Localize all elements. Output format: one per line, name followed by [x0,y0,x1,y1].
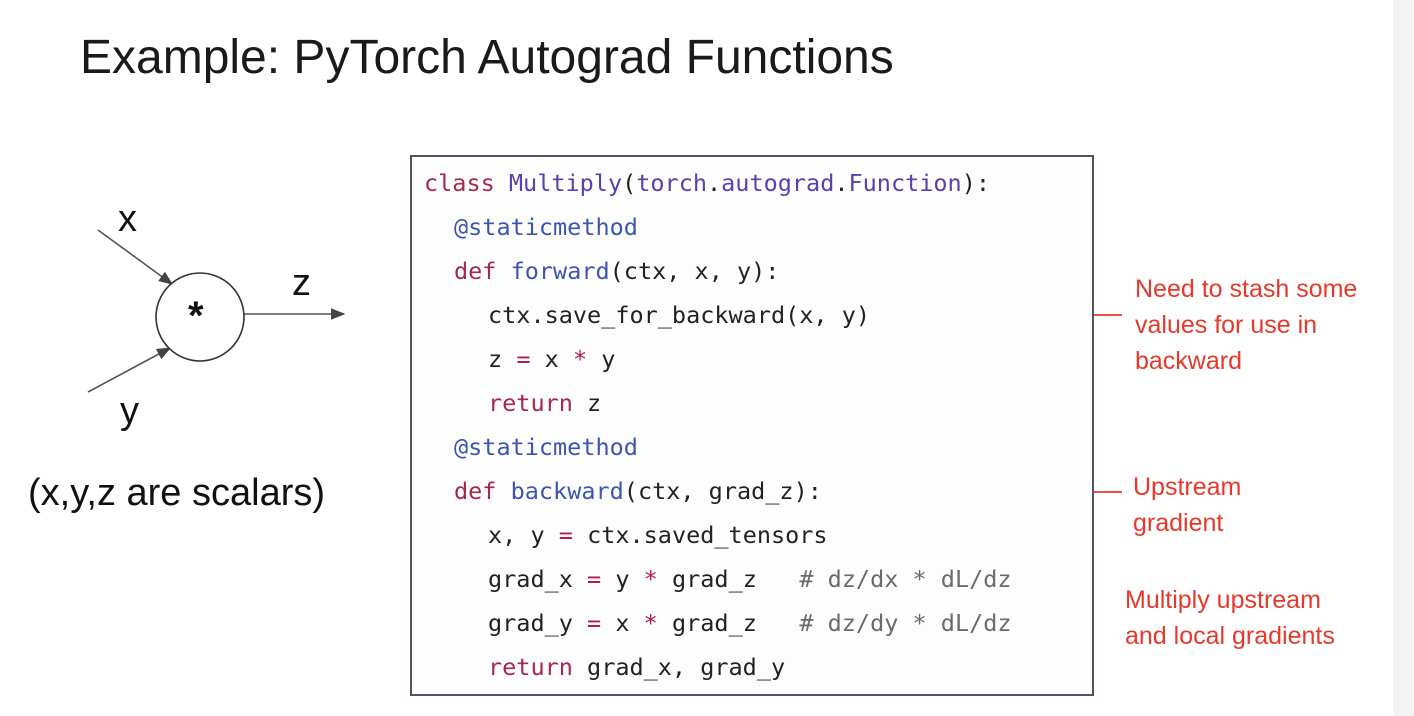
code-line: grad_y = x * grad_z # dz/dy * dL/dz [488,609,1012,637]
output-z-label: z [292,262,311,304]
code-line: @staticmethod [454,213,638,241]
input-y-label: y [120,390,139,432]
annotation-stash: Need to stash some values for use in bac… [1135,275,1358,375]
code-line: ctx.save_for_backward(x, y) [488,301,871,329]
code-line: x, y = ctx.saved_tensors [488,521,828,549]
code-line: return z [488,389,602,417]
code-line: return grad_x, grad_y [488,653,786,681]
edge-y-to-multiply [87,347,172,393]
code-line: class Multiply(torch.autograd.Function): [424,169,990,197]
slide-title: Example: PyTorch Autograd Functions [80,31,894,84]
annotation-multiply: Multiply upstream and local gradients [1125,586,1335,650]
code-line: z = x * y [488,345,616,373]
right-edge-strip [1393,0,1414,716]
edge-x-to-multiply [97,229,174,285]
code-line: grad_x = y * grad_z # dz/dx * dL/dz [488,565,1012,593]
operator-symbol: * [188,294,204,338]
code-line: @staticmethod [454,433,638,461]
multiply-node [155,272,245,362]
graph-caption: (x,y,z are scalars) [28,472,326,514]
code-line: def backward(ctx, grad_z): [454,477,822,505]
code-line: def forward(ctx, x, y): [454,257,780,285]
code-block: class Multiply(torch.autograd.Function):… [410,155,1094,696]
input-x-label: x [118,198,137,240]
annotation-upstream: Upstream gradient [1133,473,1242,537]
